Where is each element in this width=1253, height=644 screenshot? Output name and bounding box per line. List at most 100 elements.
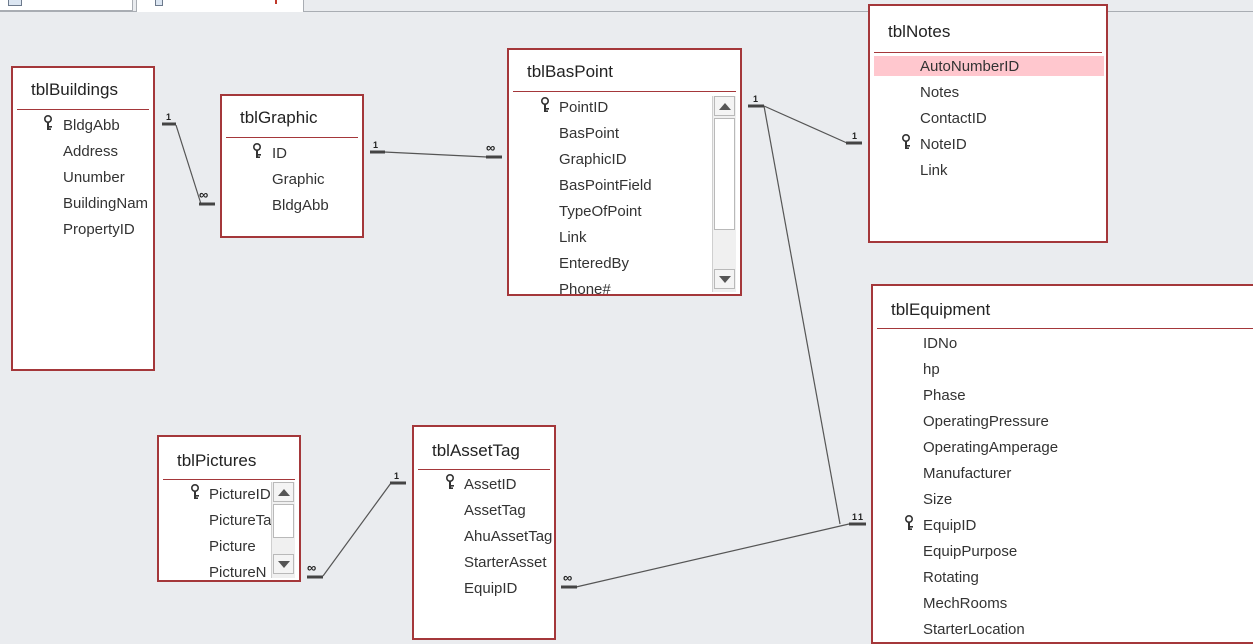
field-graphic[interactable]: Graphic bbox=[272, 171, 325, 188]
scroll-down-arrow-icon bbox=[719, 276, 731, 283]
relationship-line-pictures-assettag[interactable] bbox=[322, 482, 392, 577]
field-address[interactable]: Address bbox=[63, 143, 119, 160]
table-tblpictures[interactable]: tblPictures PictureID PictureTa Picture … bbox=[157, 435, 301, 582]
scroll-up-arrow-icon bbox=[719, 103, 731, 110]
cardinality-label: 1 bbox=[166, 112, 172, 122]
table-tblbuildings[interactable]: tblBuildings BldgAbb Address Unumber Bui… bbox=[11, 66, 155, 371]
cardinality-label: ∞ bbox=[307, 560, 317, 575]
field-mechrooms[interactable]: MechRooms bbox=[923, 595, 1008, 612]
field-graphicid[interactable]: GraphicID bbox=[559, 151, 627, 168]
field-operatingamperage[interactable]: OperatingAmperage bbox=[923, 439, 1059, 456]
document-tab-strip bbox=[0, 0, 1253, 12]
relationship-line-baspoint-notes[interactable] bbox=[763, 105, 848, 144]
field-picture[interactable]: Picture bbox=[209, 538, 256, 555]
field-noteid[interactable]: NoteID bbox=[920, 136, 967, 153]
title-divider bbox=[17, 109, 149, 110]
field-autonumberid[interactable]: AutoNumberID bbox=[920, 58, 1020, 75]
field-equipid[interactable]: EquipID bbox=[464, 580, 518, 597]
field-assetid[interactable]: AssetID bbox=[464, 476, 517, 493]
title-divider bbox=[163, 479, 295, 480]
field-picturename[interactable]: PictureN bbox=[209, 564, 267, 581]
title-divider bbox=[877, 328, 1253, 329]
scroll-down-arrow-icon bbox=[278, 561, 290, 568]
field-equipid[interactable]: EquipID bbox=[923, 517, 977, 534]
table-icon bbox=[8, 0, 22, 6]
field-pointid[interactable]: PointID bbox=[559, 99, 609, 116]
field-operatingpressure[interactable]: OperatingPressure bbox=[923, 413, 1049, 430]
cardinality-label: ∞ bbox=[563, 570, 573, 585]
field-baspoint[interactable]: BasPoint bbox=[559, 125, 620, 142]
field-starterassettag[interactable]: StarterAsset bbox=[464, 554, 547, 571]
field-phase[interactable]: Phase bbox=[923, 387, 966, 404]
primary-key-icon bbox=[253, 143, 261, 158]
field-ahuassettag[interactable]: AhuAssetTag bbox=[464, 528, 553, 545]
field-propertyid[interactable]: PropertyID bbox=[63, 221, 135, 238]
field-bldgabb[interactable]: BldgAbb bbox=[272, 197, 329, 214]
field-buildingname[interactable]: BuildingNam bbox=[63, 195, 149, 212]
primary-key-icon bbox=[191, 484, 199, 499]
field-idno[interactable]: IDNo bbox=[923, 335, 958, 352]
table-title: tblEquipment bbox=[891, 300, 991, 319]
field-unumber[interactable]: Unumber bbox=[63, 169, 125, 186]
cardinality-label: 1 bbox=[858, 512, 864, 522]
tab-close-icon[interactable] bbox=[275, 0, 277, 4]
cardinality-label: 1 bbox=[373, 140, 379, 150]
table-tblassettag[interactable]: tblAssetTag AssetID AssetTag AhuAssetTag… bbox=[412, 425, 556, 640]
field-assettag[interactable]: AssetTag bbox=[464, 502, 526, 519]
scroll-thumb[interactable] bbox=[714, 118, 735, 230]
scroll-down-button[interactable] bbox=[273, 554, 294, 574]
field-baspointfield[interactable]: BasPointField bbox=[559, 177, 652, 194]
scroll-down-button[interactable] bbox=[714, 269, 735, 289]
relationship-line-buildings-graphic[interactable] bbox=[175, 124, 202, 205]
field-link[interactable]: Link bbox=[920, 162, 948, 179]
field-typeofpoint[interactable]: TypeOfPoint bbox=[559, 203, 642, 220]
field-notes[interactable]: Notes bbox=[920, 84, 960, 101]
tab-relationships-active[interactable] bbox=[136, 0, 304, 12]
primary-key-icon bbox=[541, 97, 549, 112]
cardinality-label: ∞ bbox=[199, 187, 209, 202]
cardinality-label: 1 bbox=[753, 94, 759, 104]
tab-relationships-previous[interactable] bbox=[0, 0, 133, 11]
field-size[interactable]: Size bbox=[923, 491, 953, 508]
table-title: tblGraphic bbox=[240, 108, 318, 127]
title-divider bbox=[513, 91, 736, 92]
selected-field-row[interactable] bbox=[874, 56, 1104, 76]
table-title: tblNotes bbox=[888, 22, 951, 41]
scroll-thumb[interactable] bbox=[273, 504, 294, 538]
relationship-line-assettag-equipment[interactable] bbox=[575, 523, 850, 588]
table-title: tblPictures bbox=[177, 451, 257, 470]
field-bldgabb[interactable]: BldgAbb bbox=[63, 117, 120, 134]
title-divider bbox=[226, 137, 358, 138]
field-id[interactable]: ID bbox=[272, 145, 287, 162]
relationship-line-baspoint-equipment[interactable] bbox=[763, 105, 841, 525]
table-tblgraphic[interactable]: tblGraphic ID Graphic BldgAbb bbox=[220, 94, 364, 238]
field-rotating[interactable]: Rotating bbox=[923, 569, 979, 586]
relationship-lines bbox=[162, 104, 866, 589]
primary-key-icon bbox=[44, 115, 52, 130]
field-link[interactable]: Link bbox=[559, 229, 587, 246]
scroll-up-button[interactable] bbox=[714, 96, 735, 116]
cardinality-label: ∞ bbox=[486, 140, 496, 155]
table-tblequipment[interactable]: tblEquipment IDNo hp Phase OperatingPres… bbox=[871, 284, 1253, 644]
relationship-line-graphic-baspoint[interactable] bbox=[383, 151, 488, 158]
field-equippurpose[interactable]: EquipPurpose bbox=[923, 543, 1018, 560]
title-divider bbox=[418, 469, 550, 470]
cardinality-label: 1 bbox=[852, 131, 858, 141]
primary-key-icon bbox=[905, 515, 913, 530]
field-picturetag[interactable]: PictureTa bbox=[209, 512, 272, 529]
field-pictureid[interactable]: PictureID bbox=[209, 486, 271, 503]
scroll-up-button[interactable] bbox=[273, 482, 294, 502]
field-list-scrollbar[interactable] bbox=[712, 96, 736, 292]
field-enteredby[interactable]: EnteredBy bbox=[559, 255, 630, 272]
field-manufacturer[interactable]: Manufacturer bbox=[923, 465, 1012, 482]
primary-key-icon bbox=[446, 474, 454, 489]
field-hp[interactable]: hp bbox=[923, 361, 940, 378]
field-list-scrollbar[interactable] bbox=[271, 482, 295, 578]
table-title: tblBuildings bbox=[31, 80, 118, 99]
field-contactid[interactable]: ContactID bbox=[920, 110, 987, 127]
table-tblnotes[interactable]: tblNotes AutoNumberID Notes ContactID No… bbox=[868, 4, 1108, 243]
field-starterlocation[interactable]: StarterLocation bbox=[923, 621, 1025, 638]
field-phone[interactable]: Phone# bbox=[559, 281, 611, 296]
table-tblbaspoint[interactable]: tblBasPoint PointID BasPoint GraphicID B… bbox=[507, 48, 742, 296]
cardinality-label: 1 bbox=[394, 471, 400, 481]
